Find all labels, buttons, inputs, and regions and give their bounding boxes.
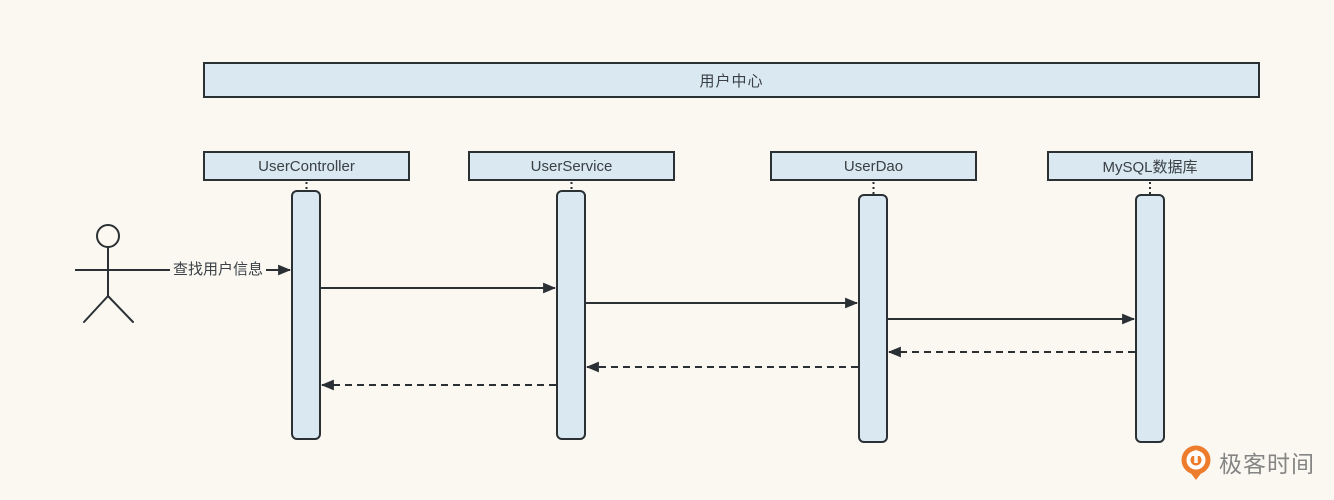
lifeline-ticks	[305, 182, 1151, 194]
participant-userdao: UserDao	[770, 151, 977, 181]
participant-label: UserDao	[843, 157, 904, 175]
actor-message-label: 查找用户信息	[170, 261, 266, 279]
actor-figure	[83, 224, 134, 323]
activation-bar-usercontroller	[291, 190, 321, 440]
diagram-title-bar: 用户中心	[203, 62, 1260, 98]
actor-leg-left	[83, 295, 109, 323]
activation-bar-userservice	[556, 190, 586, 440]
activation-bar-userdao	[858, 194, 888, 443]
participant-label: MySQL数据库	[1102, 158, 1198, 176]
message-arrows	[75, 264, 1136, 391]
participant-userservice: UserService	[468, 151, 675, 181]
actor-leg-right	[107, 295, 134, 323]
participant-label: UserService	[530, 157, 613, 175]
activation-bar-mysql-db	[1135, 194, 1165, 443]
brand-footer: 极客时间	[1179, 444, 1315, 484]
participant-usercontroller: UserController	[203, 151, 410, 181]
diagram-title: 用户中心	[699, 72, 764, 90]
participant-mysql-db: MySQL数据库	[1047, 151, 1253, 181]
brand-text: 极客时间	[1219, 451, 1315, 477]
geektime-logo-icon	[1181, 445, 1211, 480]
participant-label: UserController	[258, 157, 355, 175]
actor-head	[96, 224, 120, 248]
